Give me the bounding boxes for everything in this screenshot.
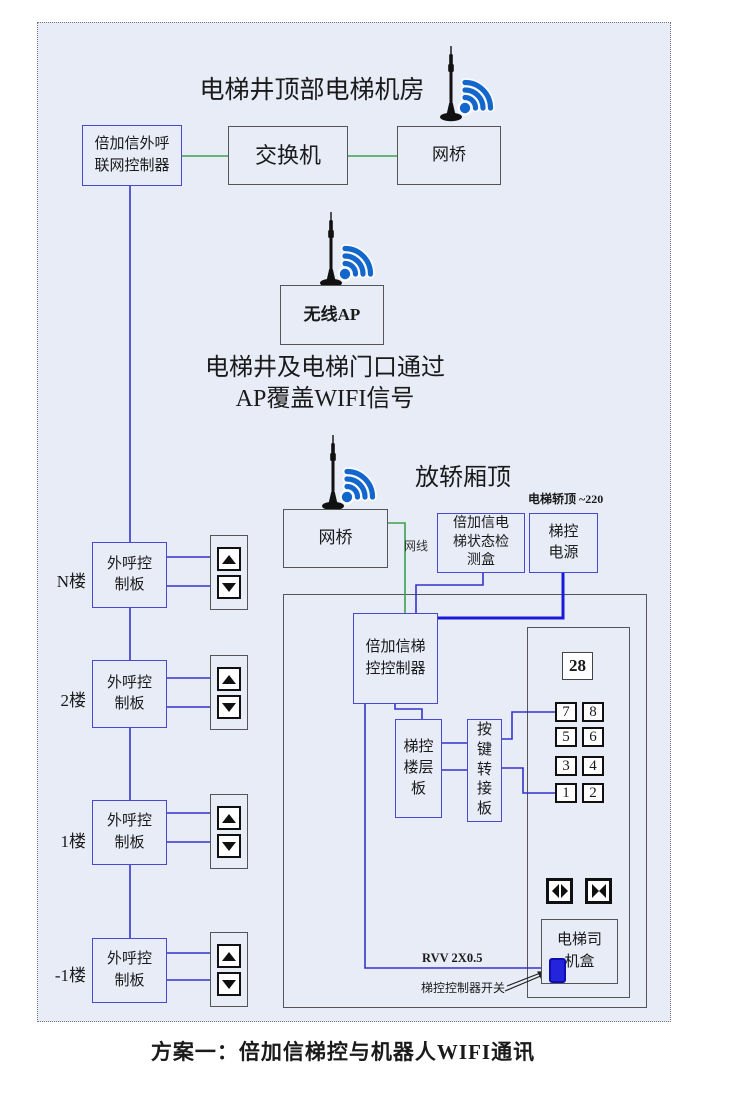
outdoor-call-network-controller-box: 倍加信外呼 联网控制器 — [82, 125, 182, 186]
controller-switch-label: 梯控控制器开关 — [421, 981, 506, 995]
elevator-driver-box: 电梯司 机盒 — [541, 919, 618, 984]
wifi-antenna-icon — [322, 435, 377, 511]
wifi-antenna-icon — [440, 46, 495, 122]
ap-coverage-caption-line2: AP覆盖WIFI信号 — [235, 386, 415, 412]
machine-room-title: 电梯井顶部电梯机房 — [199, 77, 425, 104]
controller-switch — [549, 958, 566, 983]
floor-board-box: 梯控 楼层 板 — [395, 719, 442, 818]
up-button — [217, 667, 241, 691]
up-button — [217, 944, 241, 968]
up-arrow-icon — [222, 674, 236, 684]
wireless-ap-box: 无线AP — [280, 285, 384, 345]
floor-label-1: 1楼 — [60, 832, 87, 851]
call-button-panel-n — [210, 535, 248, 610]
call-button-panel-minus1 — [210, 932, 248, 1007]
door-open-button — [546, 878, 573, 904]
call-button-panel-2 — [210, 655, 248, 730]
up-button — [217, 806, 241, 830]
diagram-caption: 方案一：倍加信梯控与机器人WIFI通讯 — [150, 1040, 536, 1064]
outdoor-call-board-1: 外呼控 制板 — [92, 800, 167, 865]
down-arrow-icon — [222, 979, 236, 989]
network-bridge-box-top: 网桥 — [397, 126, 501, 185]
elevator-button-6: 6 — [582, 727, 604, 747]
elevator-status-detector-box: 倍加信电 梯状态检 测盒 — [437, 513, 525, 573]
floor-label-minus1: -1楼 — [54, 966, 86, 985]
down-button — [217, 972, 241, 996]
down-arrow-icon — [222, 841, 236, 851]
door-open-icon — [551, 884, 559, 898]
floor-label-2: 2楼 — [60, 691, 87, 710]
floor-display: 28 — [562, 652, 593, 680]
door-close-icon — [591, 884, 599, 898]
down-button — [217, 834, 241, 858]
down-button — [217, 575, 241, 599]
elevator-button-1: 1 — [555, 783, 577, 803]
outdoor-call-board-2: 外呼控 制板 — [92, 660, 167, 728]
call-button-panel-1 — [210, 794, 248, 869]
ap-coverage-caption-line1: 电梯井及电梯门口通过 — [205, 355, 445, 381]
down-arrow-icon — [222, 702, 236, 712]
down-arrow-icon — [222, 582, 236, 592]
elevator-button-5: 5 — [555, 727, 577, 747]
up-arrow-icon — [222, 951, 236, 961]
outdoor-call-board-n: 外呼控 制板 — [92, 542, 167, 608]
elevator-button-4: 4 — [582, 756, 604, 776]
elevator-button-3: 3 — [555, 756, 577, 776]
door-close-button — [585, 878, 612, 904]
keypad-adapter-box: 按 键 转 接 板 — [467, 719, 502, 822]
network-switch-box: 交换机 — [228, 126, 348, 185]
elevator-button-8: 8 — [582, 702, 604, 722]
elevator-button-2: 2 — [582, 783, 604, 803]
cable-spec-label: RVV 2X0.5 — [422, 951, 483, 965]
car-top-power-note: 电梯轿顶 ~220 — [528, 492, 604, 506]
floor-label-n: N楼 — [56, 572, 86, 591]
elevator-control-power-box: 梯控 电源 — [529, 513, 598, 573]
car-top-title: 放轿厢顶 — [415, 465, 511, 491]
up-arrow-icon — [222, 554, 236, 564]
network-bridge-box-car: 网桥 — [283, 509, 388, 568]
outdoor-call-board-minus1: 外呼控 制板 — [92, 938, 167, 1003]
up-button — [217, 547, 241, 571]
elevator-control-controller-box: 倍加信梯 控控制器 — [353, 613, 438, 704]
up-arrow-icon — [222, 813, 236, 823]
network-cable-label: 网线 — [404, 539, 429, 553]
down-button — [217, 695, 241, 719]
elevator-button-7: 7 — [555, 702, 577, 722]
